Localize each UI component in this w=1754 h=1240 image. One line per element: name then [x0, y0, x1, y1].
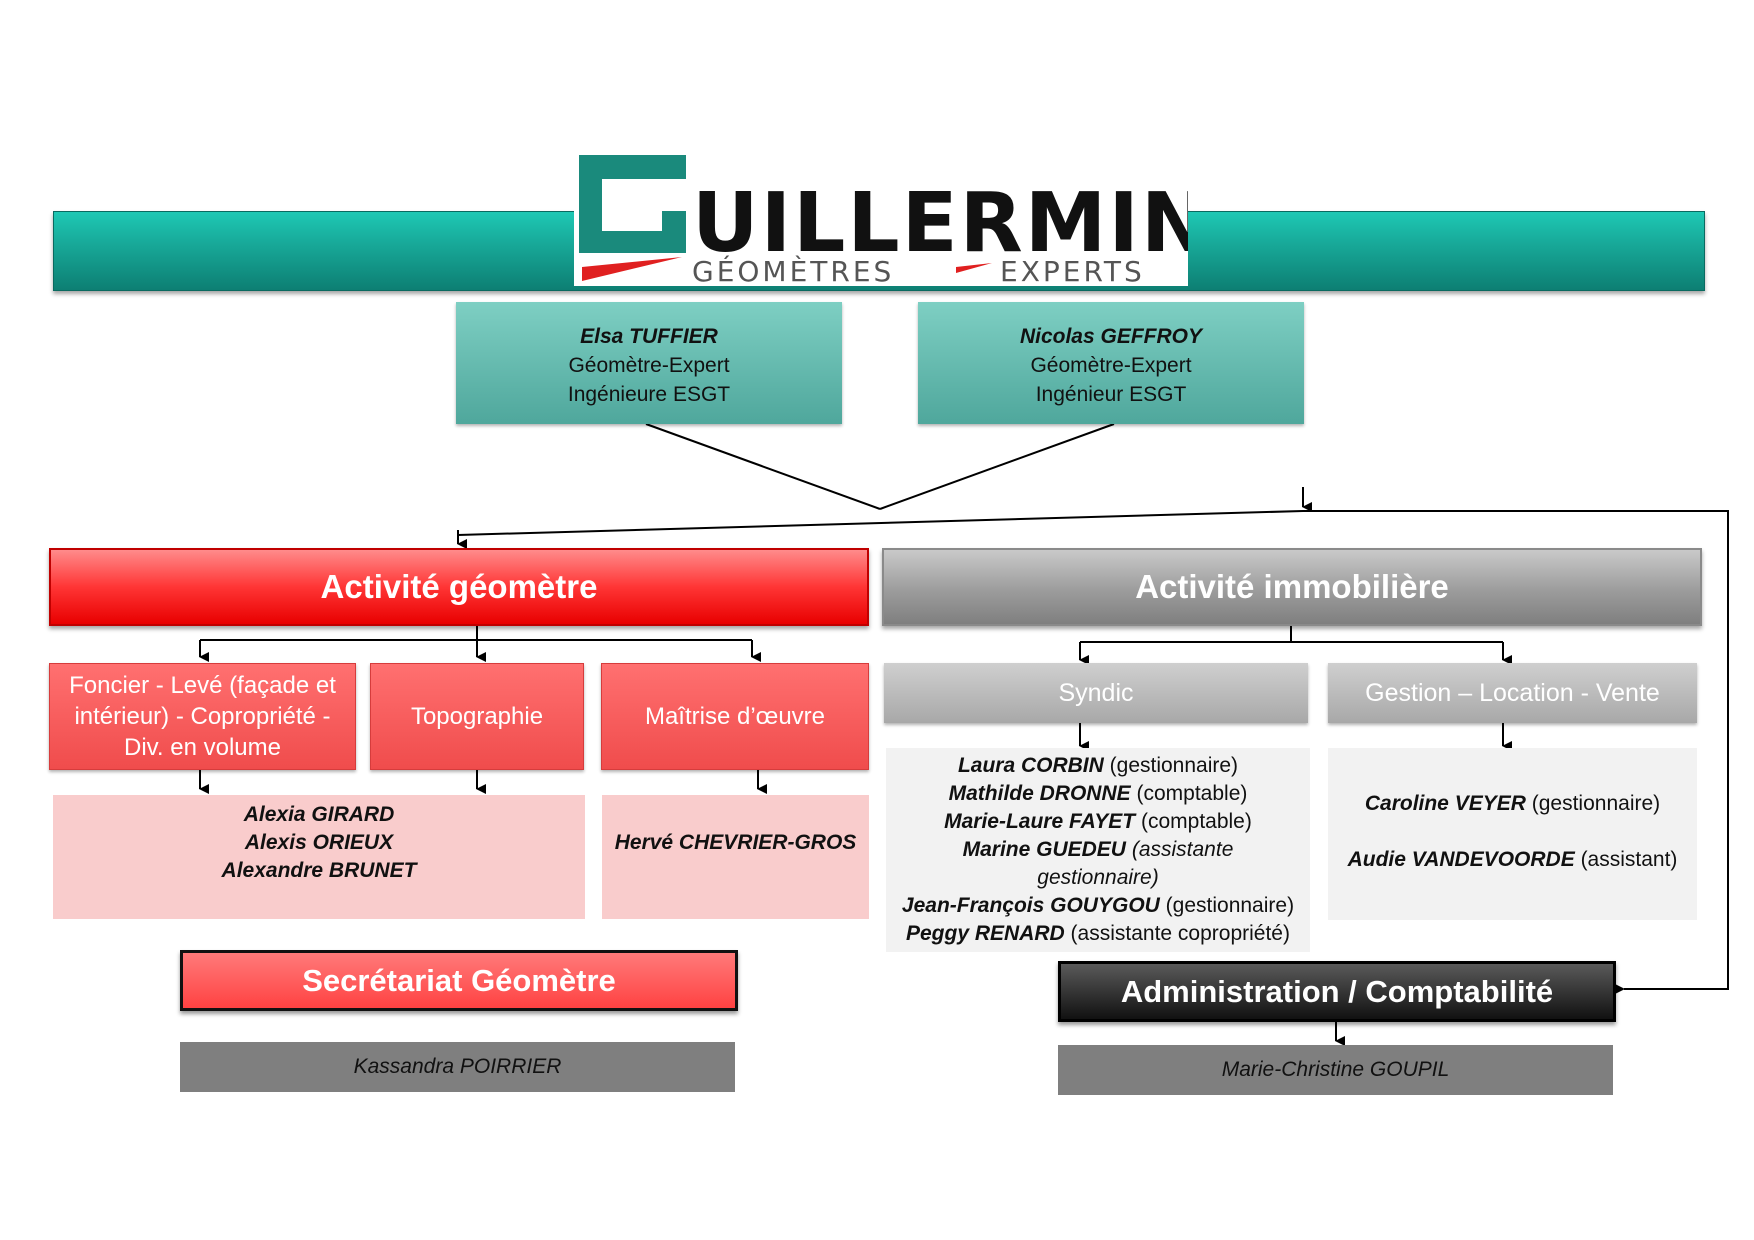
- team-member: Peggy RENARD (assistante copropriété): [906, 922, 1290, 945]
- team-member: Hervé CHEVRIER-GROS: [614, 831, 857, 854]
- subdivision-gestion-location-vente: Gestion – Location - Vente: [1328, 663, 1697, 723]
- header-activite-geometre: Activité géomètre: [49, 548, 869, 626]
- team-member: Audie VANDEVOORDE (assistant): [1347, 848, 1678, 871]
- company-logo: UILLERMINET GÉOMÈTRES EXPERTS: [574, 153, 1325, 288]
- secretariat-geometre-box: Secrétariat Géomètre: [180, 950, 738, 1011]
- subdivision-topographie: Topographie: [370, 663, 584, 770]
- partner-title: Géomètre-Expert: [568, 354, 730, 377]
- team-member: Jean-François GOUYGOU (gestionnaire): [901, 894, 1295, 917]
- team-member: Alexia GIRARD: [243, 803, 395, 826]
- team-member: Alexis ORIEUX: [244, 831, 394, 854]
- team-member: Caroline VEYER (gestionnaire): [1364, 792, 1661, 815]
- team-member: Mathilde DRONNE (comptable): [948, 782, 1248, 805]
- partner-degree: Ingénieur ESGT: [1035, 383, 1187, 406]
- subdivision-foncier: Foncier - Levé (façade et intérieur) - C…: [49, 663, 356, 770]
- partner-card-2: Nicolas GEFFROY Géomètre-Expert Ingénieu…: [918, 302, 1304, 424]
- administration-staff: Marie-Christine GOUPIL: [1058, 1045, 1613, 1095]
- partner-degree: Ingénieure ESGT: [567, 383, 731, 406]
- team-syndic: Laura CORBIN (gestionnaire) Mathilde DRO…: [886, 748, 1310, 952]
- team-member: Marine GUEDEU (assistante: [962, 838, 1234, 861]
- team-geometre-left: Alexia GIRARD Alexis ORIEUX Alexandre BR…: [53, 795, 585, 919]
- subdivision-maitrise-oeuvre: Maîtrise d’œuvre: [601, 663, 869, 770]
- svg-text:EXPERTS: EXPERTS: [1000, 255, 1145, 286]
- spacer: [1328, 818, 1697, 846]
- logo-graphic: UILLERMINET GÉOMÈTRES EXPERTS: [579, 155, 1325, 288]
- svg-text:GÉOMÈTRES: GÉOMÈTRES: [692, 254, 894, 286]
- team-gestion: Caroline VEYER (gestionnaire) Audie VAND…: [1328, 748, 1697, 920]
- partner-card-1: Elsa TUFFIER Géomètre-Expert Ingénieure …: [456, 302, 842, 424]
- partner-name: Nicolas GEFFROY: [1019, 325, 1203, 348]
- team-member: Laura CORBIN (gestionnaire): [957, 754, 1239, 777]
- partner-name: Elsa TUFFIER: [580, 325, 718, 348]
- team-member-role-continuation: gestionnaire): [1037, 866, 1159, 889]
- header-activite-immobiliere: Activité immobilière: [882, 548, 1702, 626]
- team-member: Marie-Laure FAYET (comptable): [944, 810, 1252, 833]
- team-member: Alexandre BRUNET: [221, 859, 417, 882]
- subdivision-syndic: Syndic: [884, 663, 1308, 723]
- team-geometre-right: Hervé CHEVRIER-GROS: [602, 795, 869, 919]
- administration-comptabilite-box: Administration / Comptabilité: [1058, 961, 1616, 1022]
- partner-title: Géomètre-Expert: [1030, 354, 1192, 377]
- secretariat-staff: Kassandra POIRRIER: [180, 1042, 735, 1092]
